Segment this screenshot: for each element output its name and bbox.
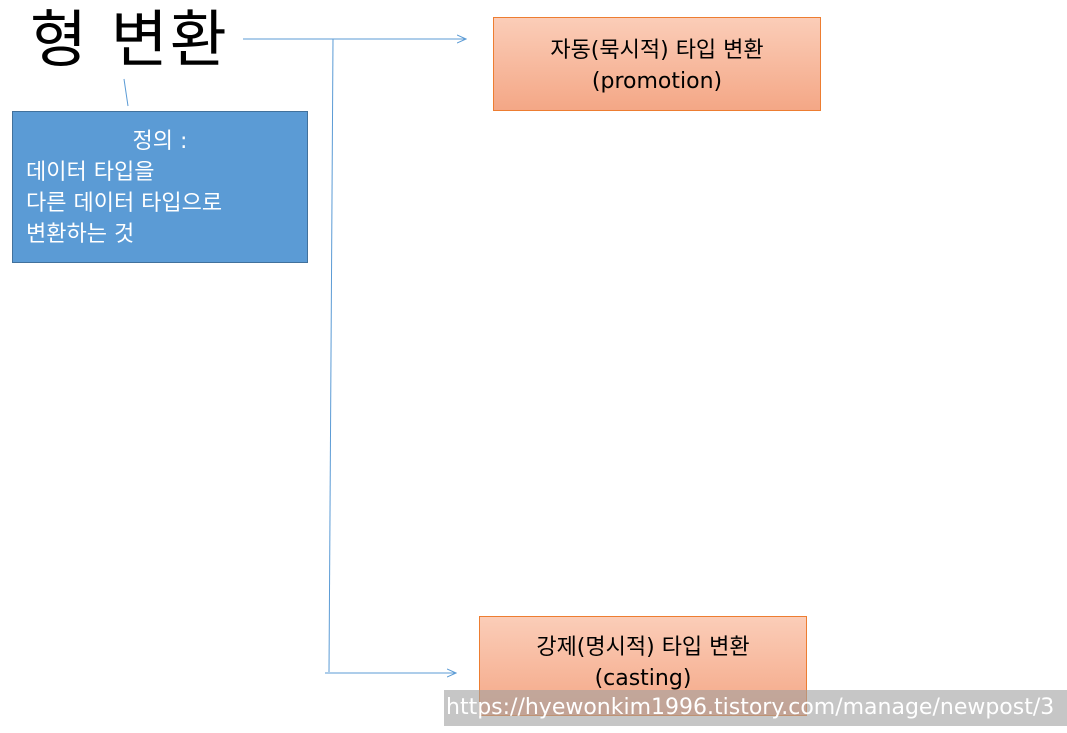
url-watermark: https://hyewonkim1996.tistory.com/manage… xyxy=(444,690,1067,726)
diagram-title: 형 변환 xyxy=(30,3,229,76)
casting-label: 강제(명시적) 타입 변환 xyxy=(536,635,750,660)
definition-line: 데이터 타입을 xyxy=(26,160,155,185)
title-callout-line xyxy=(123,78,129,107)
casting-sublabel: (casting) xyxy=(594,666,692,691)
definition-heading: 정의 : xyxy=(132,129,188,154)
definition-line: 변환하는 것 xyxy=(26,222,135,247)
branch-vertical-line xyxy=(328,38,334,673)
promotion-sublabel: (promotion) xyxy=(591,69,723,94)
promotion-label: 자동(묵시적) 타입 변환 xyxy=(550,38,764,63)
definition-box: 정의 : 데이터 타입을 다른 데이터 타입으로 변환하는 것 xyxy=(12,111,308,263)
definition-line: 다른 데이터 타입으로 xyxy=(26,191,223,216)
promotion-box: 자동(묵시적) 타입 변환 (promotion) xyxy=(493,17,821,111)
